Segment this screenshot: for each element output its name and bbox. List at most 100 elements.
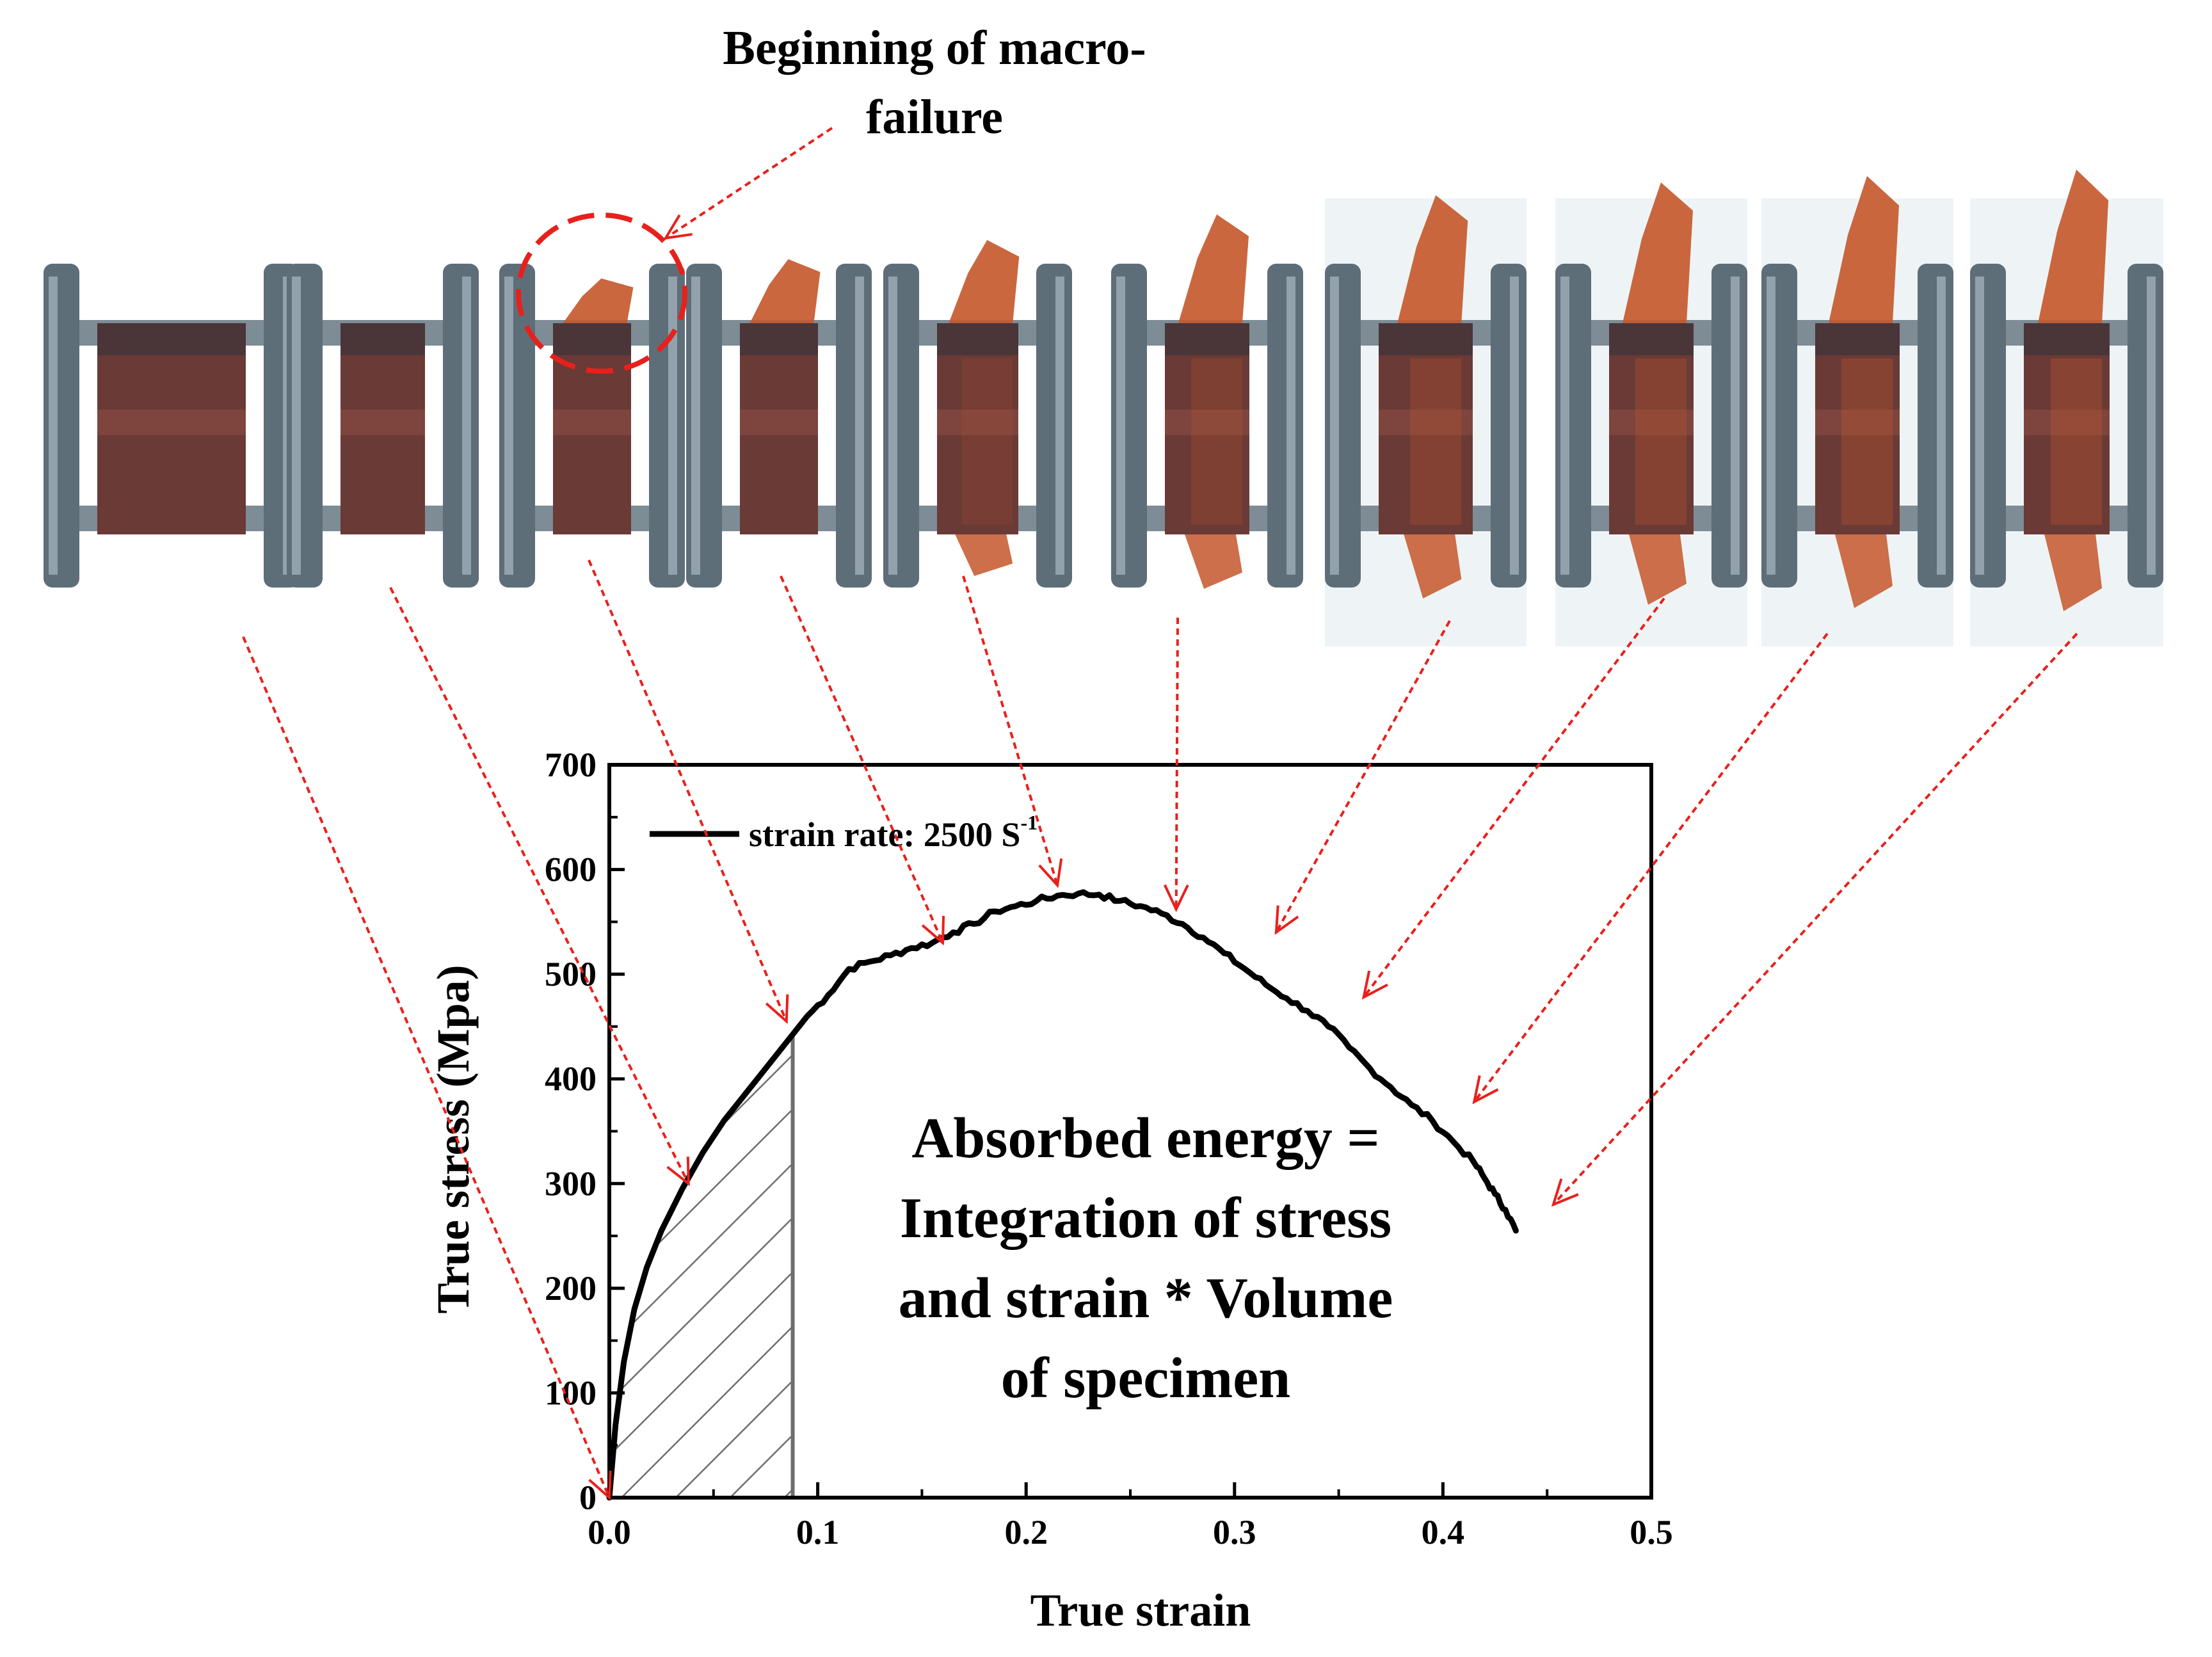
hatched-fill (609, 1034, 793, 1498)
fragment-streak (1841, 358, 1893, 525)
left-collar-highlight (1975, 276, 1984, 575)
specimen-frame (1111, 214, 1303, 589)
specimen-top-face (97, 323, 246, 355)
y-tick-label: 100 (545, 1373, 597, 1412)
specimen-frame (883, 240, 1072, 588)
specimen-frame (44, 264, 300, 588)
legend-label: strain rate: 2500 S-1 (749, 811, 1038, 854)
frame-arrow (1364, 597, 1665, 997)
specimen-top-face (740, 323, 818, 355)
y-tick-label: 700 (545, 746, 597, 784)
specimen-frame (1761, 176, 1953, 646)
left-collar-highlight (1767, 276, 1775, 575)
specimen-top-face (341, 323, 425, 355)
macro-failure-arrow (666, 127, 833, 238)
fragment-streak (961, 358, 1013, 525)
x-tick-label: 0.0 (588, 1513, 631, 1551)
left-collar-highlight (888, 276, 897, 575)
fragment-plume-bottom (1185, 534, 1242, 589)
annotation-line-3: and strain * Volume (899, 1267, 1393, 1330)
right-collar-highlight (1286, 276, 1295, 575)
y-tick-label: 400 (545, 1060, 597, 1098)
annotation-line-4: of specimen (1001, 1347, 1290, 1410)
left-collar-highlight (1116, 276, 1125, 575)
right-collar (1918, 264, 1953, 588)
right-collar (2128, 264, 2163, 588)
y-tick-label: 300 (545, 1164, 597, 1203)
right-collar-highlight (1731, 276, 1740, 575)
callout-title: Beginning of macro- failure (723, 21, 1146, 144)
right-collar-highlight (1055, 276, 1064, 575)
legend-label-superscript: -1 (1020, 811, 1038, 834)
specimen-top-face (553, 323, 631, 355)
specimen-frame (499, 264, 685, 588)
specimen-frame (1555, 182, 1747, 646)
absorbed-energy-annotation: Absorbed energy = Integration of stress … (899, 1107, 1393, 1410)
macro-failure-circle (516, 212, 687, 374)
fragment-plume-top (749, 259, 821, 323)
specimen-frame (686, 259, 872, 588)
specimen-frame (1325, 195, 1527, 646)
fragment-streak (1191, 358, 1242, 525)
right-collar (1267, 264, 1303, 588)
callout-line-1: Beginning of macro- (723, 21, 1146, 75)
right-collar (1036, 264, 1072, 588)
frame-to-curve-arrows (242, 559, 2078, 1498)
y-tick-label: 0 (579, 1478, 597, 1517)
axis-ticks (607, 763, 1653, 1500)
left-collar-highlight (1560, 276, 1569, 575)
fragment-plume-bottom (1404, 534, 1462, 598)
fragment-plume-bottom (2044, 534, 2103, 611)
left-collar-highlight (1330, 276, 1339, 575)
fragment-plume-top (1829, 176, 1899, 323)
right-collar-highlight (1510, 276, 1519, 575)
right-collar-highlight (462, 276, 471, 575)
specimen-center-band (1815, 410, 1900, 435)
specimen-photo-strip (44, 170, 2163, 646)
fragment-plume-top (563, 278, 634, 323)
x-tick-label: 0.3 (1213, 1513, 1256, 1551)
left-collar-highlight (691, 276, 700, 575)
left-collar-highlight (49, 276, 58, 575)
specimen-center-band (740, 410, 818, 435)
right-collar (1491, 264, 1527, 588)
left-collar-highlight (292, 276, 301, 575)
x-tick-label: 0.5 (1630, 1513, 1673, 1551)
frame-arrow (242, 636, 609, 1498)
specimen-center-band (937, 410, 1018, 435)
right-collar (443, 264, 479, 588)
right-collar-highlight (2147, 276, 2156, 575)
right-collar-highlight (855, 276, 864, 575)
y-tick-label: 200 (545, 1269, 597, 1308)
fragment-plume-top (1623, 182, 1693, 323)
frame-arrow (1276, 620, 1451, 933)
specimen-center-band (1609, 410, 1694, 435)
specimen-center-band (1165, 410, 1249, 435)
stress-strain-curve (606, 889, 1519, 1501)
fragment-plume-top (2038, 170, 2109, 323)
x-tick-label: 0.2 (1004, 1513, 1048, 1551)
frame-arrow (1176, 617, 1178, 909)
right-collar (1711, 264, 1747, 588)
right-collar (649, 264, 685, 588)
fragment-plume-top (949, 240, 1020, 323)
fragment-plume-bottom (1629, 534, 1687, 605)
fragment-streak (1635, 358, 1687, 525)
specimen-frame (1970, 170, 2163, 646)
specimen-center-band (97, 410, 246, 435)
y-axis-label: True stress (Mpa) (428, 965, 479, 1313)
left-collar-highlight (504, 276, 513, 575)
fragment-plume-bottom (1835, 534, 1893, 608)
annotation-line-2: Integration of stress (900, 1187, 1391, 1250)
legend: strain rate: 2500 S-1 (650, 811, 1038, 854)
specimen-top-face (937, 323, 1018, 355)
frame-arrow (389, 587, 689, 1183)
fragment-plume-top (1178, 214, 1249, 323)
specimen-center-band (553, 410, 631, 435)
right-collar-highlight (668, 276, 677, 575)
specimen-center-band (2024, 410, 2110, 435)
callout-line-2: failure (866, 90, 1003, 144)
